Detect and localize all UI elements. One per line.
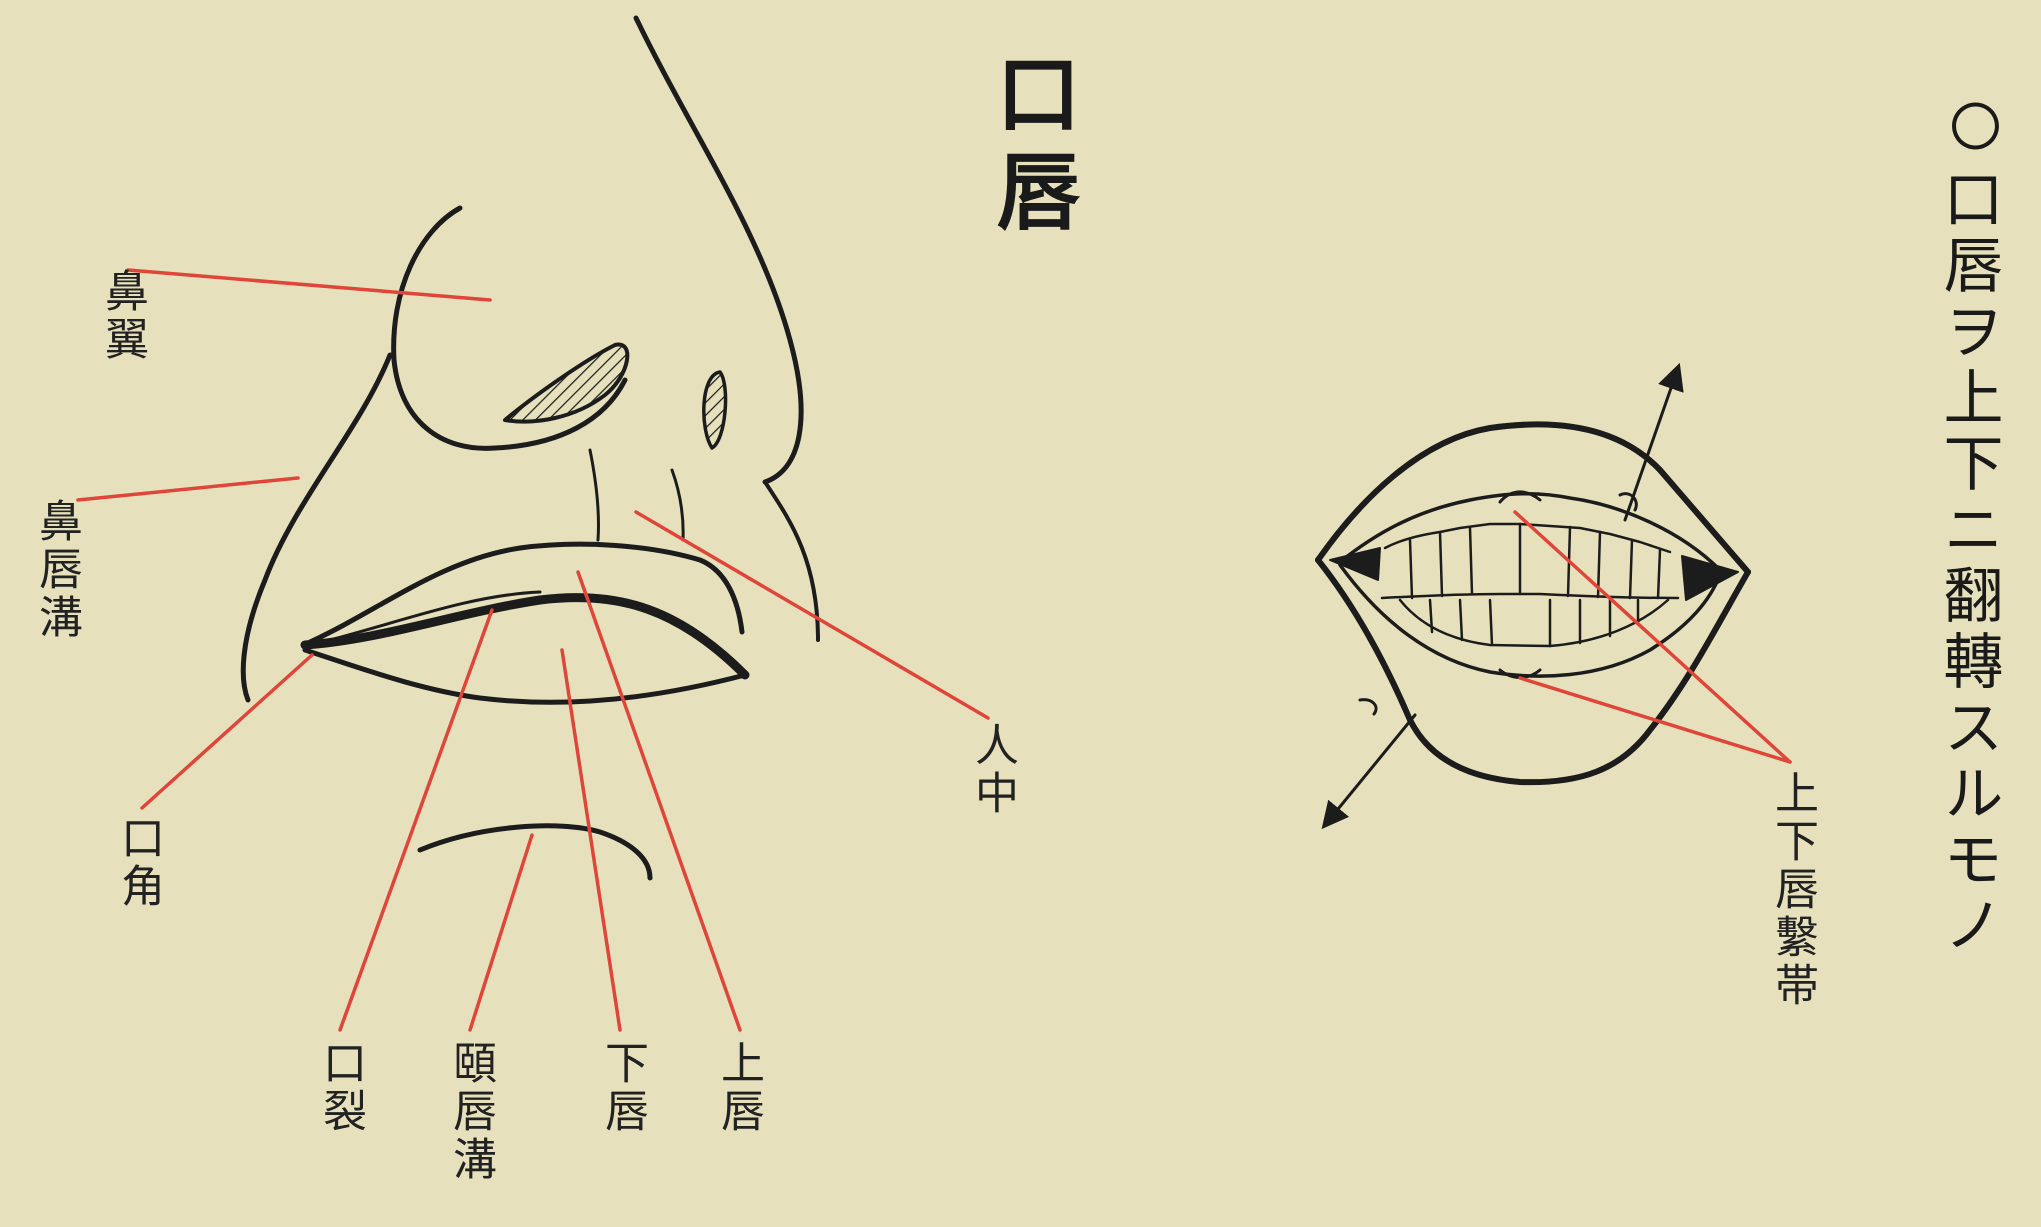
label-nasolabial-groove: 鼻唇溝 <box>34 498 78 642</box>
cheek-line <box>765 482 818 640</box>
leader-mouth-corner <box>142 655 312 808</box>
left-mouth-corner <box>1330 548 1380 580</box>
front-view-drawing <box>1318 368 1748 825</box>
inner-upper-lip <box>1340 494 1720 570</box>
columella-line-2 <box>672 470 683 540</box>
upper-teeth <box>1382 524 1678 598</box>
leader-frenulum-lower <box>1520 678 1790 762</box>
label-mouth-corner: 口角 <box>116 815 160 911</box>
label-upper-lip: 上唇 <box>716 1040 760 1136</box>
outer-upper-lip <box>1318 424 1748 572</box>
nasal-ala-outline <box>394 208 625 448</box>
leader-nasal-ala <box>128 270 490 300</box>
leader-mentolabial-groove <box>470 835 532 1030</box>
leader-upper-lip <box>578 572 740 1030</box>
lower-lip-outline <box>305 650 745 702</box>
right-nostril <box>704 372 726 448</box>
label-nasal-ala: 鼻翼 <box>100 268 144 364</box>
left-nostril <box>505 345 627 422</box>
columella-line <box>590 450 599 540</box>
lower-arrow-tick <box>1360 700 1376 714</box>
leader-mouth-slit <box>340 610 492 1030</box>
lower-teeth <box>1400 600 1668 646</box>
leader-lines <box>78 270 1790 1030</box>
side-note: 口唇ヲ上下ニ翻轉スルモノ <box>1938 168 1998 960</box>
label-lower-lip: 下唇 <box>600 1040 644 1136</box>
lower-eversion-arrow <box>1325 715 1415 825</box>
label-mouth-slit: 口裂 <box>318 1040 362 1136</box>
mentolabial-crease <box>420 826 650 878</box>
side-note-mark: 〇 <box>1944 100 1996 158</box>
page-heading: 口唇 <box>990 50 1074 246</box>
leader-lower-lip <box>562 650 620 1030</box>
label-mentolabial-groove: 頤唇溝 <box>448 1040 492 1184</box>
leader-nasolabial-groove <box>78 478 298 500</box>
label-lip-frenulum: 上下唇繫帯 <box>1770 770 1814 1010</box>
label-philtrum: 人中 <box>970 722 1014 818</box>
side-view-drawing <box>243 18 818 878</box>
inner-lower-lip <box>1340 565 1720 676</box>
